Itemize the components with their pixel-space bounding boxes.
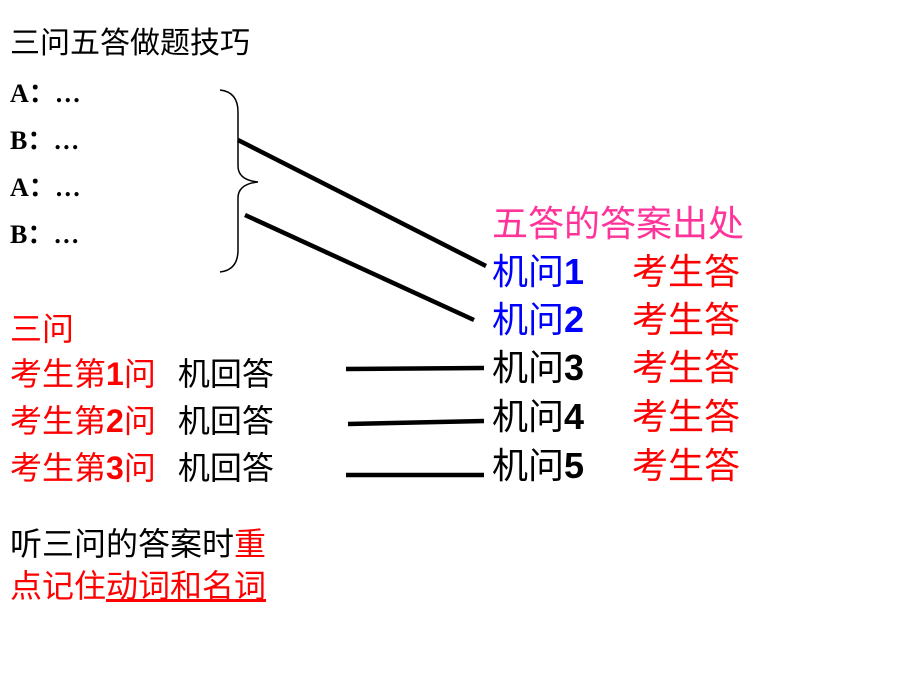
connector-line-3	[345, 365, 485, 372]
dialogue-line-b1: B：…	[10, 126, 80, 155]
question-row: 考生第3问机回答	[10, 449, 274, 487]
dialogue-line-b2: B：…	[10, 220, 80, 249]
connector-line-1	[236, 137, 488, 269]
five-answers-heading: 五答的答案出处	[492, 204, 745, 245]
note-line-1: 听三问的答案时重	[10, 525, 267, 563]
curly-brace	[219, 89, 259, 273]
page-title: 三问五答做题技巧	[10, 26, 250, 61]
question-row: 考生第1问机回答	[10, 355, 274, 393]
dialogue-line-a2: A：…	[10, 173, 81, 202]
dialogue-line-a1: A：…	[10, 79, 81, 108]
three-questions-heading: 三问	[10, 310, 75, 348]
note-line-2: 点记住动词和名词	[10, 567, 267, 605]
connector-line-4	[347, 418, 485, 427]
question-row: 考生第2问机回答	[10, 402, 274, 440]
connector-line-2	[244, 212, 475, 323]
